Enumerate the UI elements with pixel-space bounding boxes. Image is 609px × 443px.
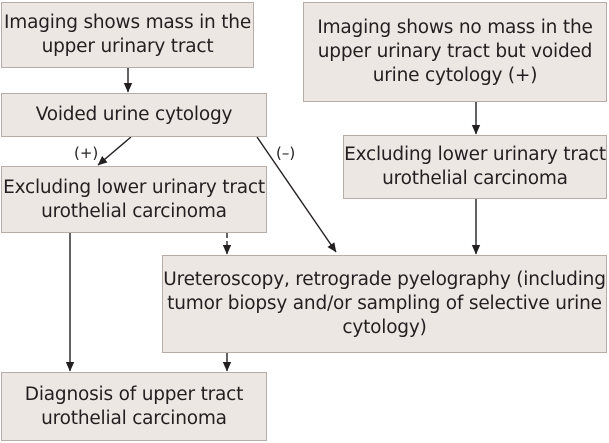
diagnosis-box: Diagnosis of upper tract urothelial carc… — [1, 372, 267, 441]
voided-cytology-box: Voided urine cytology — [1, 93, 267, 137]
no-mass-cytology-positive-text: Imaging shows no mass in the upper urina… — [317, 17, 593, 86]
exclude-lower-right-box: Excluding lower urinary tract urothelial… — [343, 135, 607, 199]
positive-edge-label: (+) — [74, 144, 99, 162]
arrow-cytology-negative — [256, 136, 337, 253]
negative-edge-label: (–) — [276, 144, 296, 162]
mass-upper-tract-box: Imaging shows mass in the upper urinary … — [1, 2, 254, 68]
diagnosis-text: Diagnosis of upper tract urothelial carc… — [24, 383, 244, 429]
ureteroscopy-box: Ureteroscopy, retrograde pyelography (in… — [162, 255, 607, 353]
exclude-lower-left-text: Excluding lower urinary tract urothelial… — [3, 176, 265, 222]
mass-upper-tract-text: Imaging shows mass in the upper urinary … — [4, 12, 251, 57]
exclude-lower-left-box: Excluding lower urinary tract urothelial… — [1, 166, 267, 233]
voided-cytology-text: Voided urine cytology — [35, 104, 233, 125]
ureteroscopy-text: Ureteroscopy, retrograde pyelography (in… — [163, 269, 606, 338]
exclude-lower-right-text: Excluding lower urinary tract urothelial… — [344, 144, 606, 189]
no-mass-cytology-positive-box: Imaging shows no mass in the upper urina… — [303, 2, 607, 102]
arrow-cytology-positive — [97, 136, 132, 166]
